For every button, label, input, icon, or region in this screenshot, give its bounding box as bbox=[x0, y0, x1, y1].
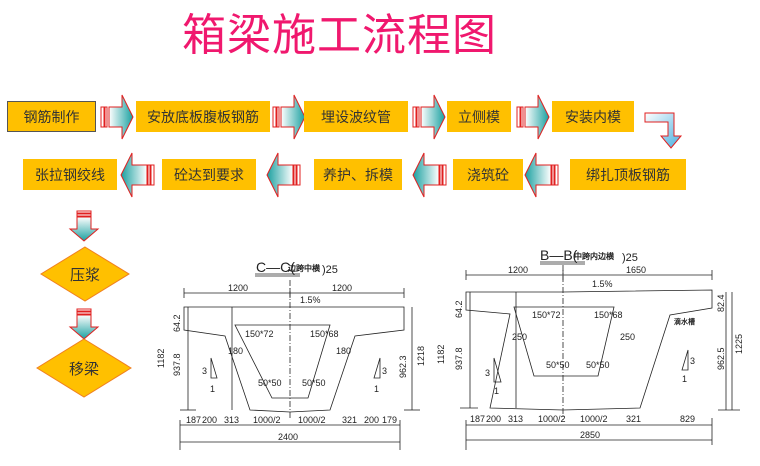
arrow-right-icon bbox=[412, 94, 446, 140]
bb-slope-1-left: 1 bbox=[494, 386, 499, 396]
cc-bottom-dim-8: 179 bbox=[382, 415, 397, 425]
bb-slope-3-left: 3 bbox=[485, 368, 490, 378]
cc-haunch-4: 50*50 bbox=[302, 378, 326, 388]
cc-left-dim-total: 1182 bbox=[156, 349, 166, 368]
cc-top-right-width: 1200 bbox=[332, 283, 352, 293]
bb-bottom-dim-7: 829 bbox=[680, 414, 695, 424]
bb-left-dim-lower: 937.8 bbox=[454, 347, 464, 370]
cc-bottom-dim-2: 200 bbox=[202, 415, 217, 425]
cc-left-dim-lower: 937.8 bbox=[172, 353, 182, 376]
bb-top-right-width: 1650 bbox=[626, 265, 646, 275]
bb-bottom-dim-6: 321 bbox=[626, 414, 641, 424]
step-grouting: 压浆 bbox=[40, 246, 130, 302]
bb-title-prefix: B—B( bbox=[540, 247, 578, 263]
arrow-left-icon bbox=[412, 152, 447, 198]
cc-left-dim-upper: 64.2 bbox=[172, 314, 182, 332]
arrow-left-icon bbox=[120, 152, 155, 198]
step-grouting-label: 压浆 bbox=[69, 265, 100, 284]
bb-haunch-3: 50*50 bbox=[546, 360, 570, 370]
bb-slope-3-right: 3 bbox=[690, 356, 695, 366]
section-bb-drawing: B—B( 中跨内边横 )25 1200 1650 1.5% 滴水槽 150*72… bbox=[436, 247, 744, 450]
arrow-down-icon bbox=[68, 210, 100, 242]
cc-bottom-dim-7: 200 bbox=[364, 415, 379, 425]
bb-bottom-dim-5: 1000/2 bbox=[580, 414, 608, 424]
bb-top-left-width: 1200 bbox=[508, 265, 528, 275]
cc-title-suffix: )25 bbox=[322, 264, 338, 276]
bb-slope: 1.5% bbox=[592, 279, 613, 289]
arrow-down-icon bbox=[68, 308, 100, 340]
cc-haunch-2: 150*68 bbox=[310, 329, 339, 339]
arrow-left-icon bbox=[524, 152, 559, 198]
bb-total-width: 2850 bbox=[580, 430, 600, 440]
bb-bottom-dim-4: 1000/2 bbox=[538, 414, 566, 424]
arrow-right-icon bbox=[272, 94, 306, 140]
cc-bottom-dim-4: 1000/2 bbox=[253, 415, 281, 425]
step-inner-formwork: 安装内模 bbox=[552, 101, 634, 132]
bb-title-suffix: )25 bbox=[622, 252, 638, 264]
bb-haunch-2: 150*68 bbox=[594, 310, 623, 320]
arrow-bend-down-icon bbox=[644, 112, 683, 149]
bb-slope-1-right: 1 bbox=[682, 374, 687, 384]
step-beam-moving: 移梁 bbox=[36, 338, 132, 398]
bb-drain-label: 滴水槽 bbox=[674, 317, 695, 326]
cc-total-width: 2400 bbox=[278, 432, 298, 442]
cc-slope: 1.5% bbox=[300, 295, 321, 305]
step-bottom-web-rebar: 安放底板腹板钢筋 bbox=[136, 101, 270, 132]
bb-haunch-4: 50*50 bbox=[586, 360, 610, 370]
step-curing-demolding: 养护、拆模 bbox=[314, 159, 402, 190]
step-tension-strands: 张拉钢绞线 bbox=[23, 159, 117, 190]
cc-haunch-3: 50*50 bbox=[258, 378, 282, 388]
step-top-slab-rebar: 绑扎顶板钢筋 bbox=[570, 159, 686, 190]
bb-left-dim-total: 1182 bbox=[436, 345, 446, 364]
cc-right-dim-lower: 962.3 bbox=[398, 355, 408, 378]
step-side-formwork: 立侧模 bbox=[447, 101, 511, 132]
cc-slope-3-right: 3 bbox=[382, 366, 387, 376]
page-title: 箱梁施工流程图 bbox=[182, 10, 497, 61]
bb-haunch-1: 150*72 bbox=[532, 310, 561, 320]
bb-bottom-dim-3: 313 bbox=[508, 414, 523, 424]
step-pour-concrete: 浇筑砼 bbox=[453, 159, 523, 190]
cc-slope-1-right: 1 bbox=[374, 384, 379, 394]
bb-web-right: 250 bbox=[620, 332, 635, 342]
cc-slope-1-left: 1 bbox=[210, 384, 215, 394]
cc-title-note: 边跨中横 bbox=[287, 263, 321, 273]
arrow-right-icon bbox=[100, 94, 134, 140]
bb-web-left: 250 bbox=[512, 332, 527, 342]
bb-title-note: 中跨内边横 bbox=[574, 251, 615, 261]
cc-slope-3-left: 3 bbox=[202, 366, 207, 376]
cc-title-prefix: C—C( bbox=[256, 259, 295, 275]
cc-haunch-1: 150*72 bbox=[245, 329, 274, 339]
cc-bottom-dim-6: 321 bbox=[342, 415, 357, 425]
step-concrete-strength-reached: 砼达到要求 bbox=[162, 159, 256, 190]
arrow-left-icon bbox=[266, 152, 301, 198]
step-beam-moving-label: 移梁 bbox=[68, 359, 99, 378]
cc-bottom-dim-3: 313 bbox=[224, 415, 239, 425]
cc-web-right: 180 bbox=[336, 346, 351, 356]
cc-right-dim-total: 1218 bbox=[416, 346, 426, 366]
step-rebar-fabrication: 钢筋制作 bbox=[7, 101, 96, 132]
bb-bottom-dim-1: 187 bbox=[470, 414, 485, 424]
bb-right-dim-total: 1225 bbox=[734, 334, 744, 354]
bb-left-dim-upper: 64.2 bbox=[454, 300, 464, 318]
bb-right-dim-lower: 962.5 bbox=[716, 347, 726, 370]
step-bury-duct: 埋设波纹管 bbox=[304, 101, 408, 132]
cc-top-left-width: 1200 bbox=[228, 283, 248, 293]
cc-bottom-dim-5: 1000/2 bbox=[298, 415, 326, 425]
cc-web-left: 180 bbox=[228, 346, 243, 356]
bb-right-dim-upper: 82.4 bbox=[716, 294, 726, 312]
cc-bottom-dim-1: 187 bbox=[186, 415, 201, 425]
section-cc-drawing: C—C( 边跨中横 )25 1200 1200 1.5% 150*72 150*… bbox=[156, 259, 426, 450]
bb-bottom-dim-2: 200 bbox=[486, 414, 501, 424]
arrow-right-icon bbox=[516, 94, 550, 140]
